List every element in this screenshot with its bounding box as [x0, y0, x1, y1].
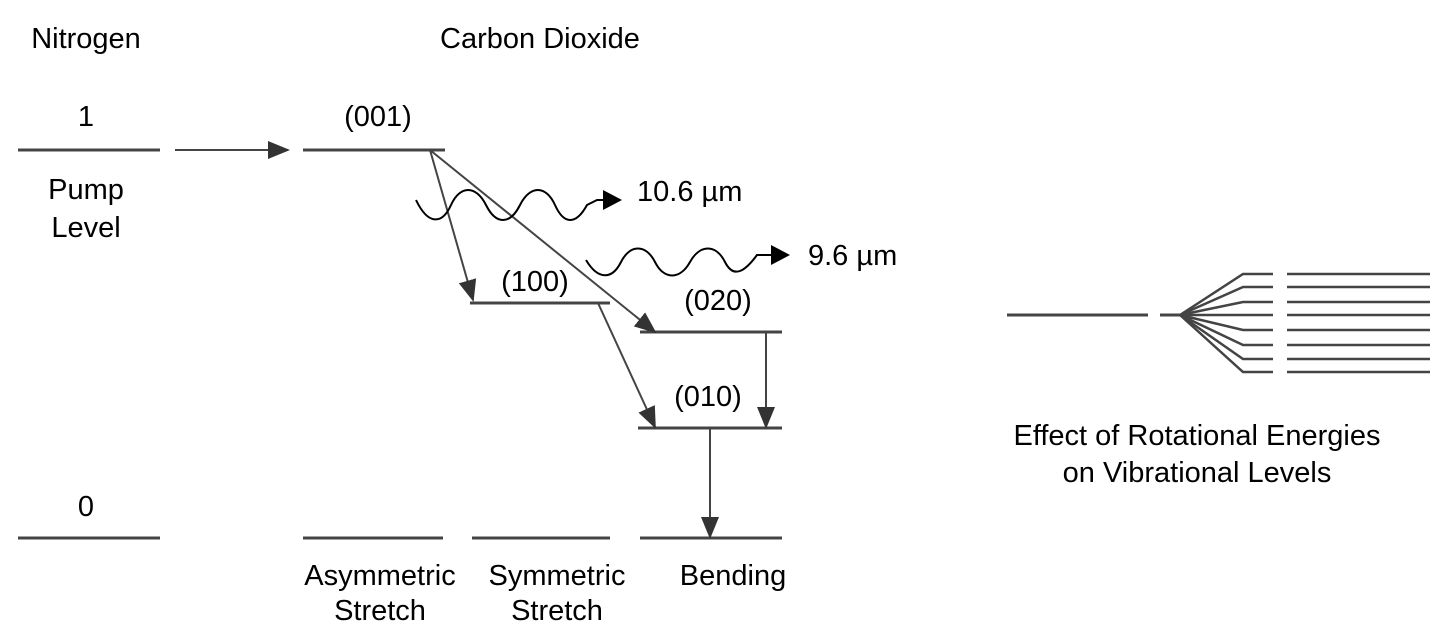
transition-001-020-arrow: [429, 149, 657, 334]
rotational-branch: [1179, 313, 1273, 361]
emission-10-6-label: 10.6 µm: [637, 176, 742, 208]
asymmetric-label-line2: Stretch: [334, 595, 426, 627]
photon-9-6-arrowhead-icon: [771, 245, 790, 265]
level-001-label: (001): [344, 101, 412, 133]
transition-100-010-arrow: [597, 302, 656, 429]
rotational-branch: [1179, 313, 1273, 332]
rotational-branch: [1179, 300, 1273, 317]
pump-label-line1: Pump: [48, 174, 124, 206]
nitrogen-level-0-label: 0: [78, 491, 94, 523]
photon-9-6-wave-icon: [585, 247, 780, 277]
rotational-branch: [1179, 285, 1273, 317]
level-010-label: (010): [674, 381, 742, 413]
symmetric-label-line2: Stretch: [511, 595, 603, 627]
nitrogen-title: Nitrogen: [31, 23, 141, 55]
rotational-branch: [1179, 314, 1273, 374]
bending-label: Bending: [680, 560, 786, 592]
emission-9-6-label: 9.6 µm: [808, 240, 897, 272]
photon-10-6-wave-icon: [415, 189, 612, 221]
rotational-caption-line2: on Vibrational Levels: [1063, 457, 1332, 489]
level-100-label: (100): [501, 266, 569, 298]
asymmetric-label-line1: Asymmetric: [304, 560, 455, 592]
co2-title: Carbon Dioxide: [440, 23, 640, 55]
rotational-branch: [1179, 313, 1273, 347]
rotational-splitting-diagram: [1007, 272, 1430, 374]
transition-001-100-arrow: [429, 149, 477, 302]
symmetric-label-line1: Symmetric: [489, 560, 626, 592]
nitrogen-level-1-label: 1: [78, 101, 94, 133]
rotational-fan: [1179, 272, 1430, 374]
photon-10-6-arrowhead-icon: [603, 190, 622, 210]
level-020-label: (020): [684, 285, 752, 317]
rotational-branch: [1179, 272, 1273, 317]
rotational-caption-line1: Effect of Rotational Energies: [1013, 420, 1380, 452]
pump-label-line2: Level: [51, 212, 120, 244]
